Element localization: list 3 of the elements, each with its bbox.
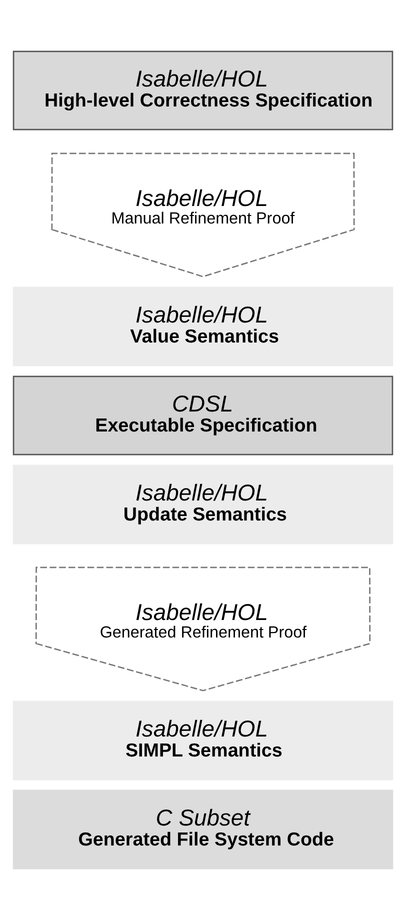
node-box: CDSL Executable Specification [12, 375, 394, 455]
node-box: Isabelle/HOL High-level Correctness Specification [12, 50, 394, 130]
node-box: C Subset Generated File System Code [12, 789, 394, 869]
